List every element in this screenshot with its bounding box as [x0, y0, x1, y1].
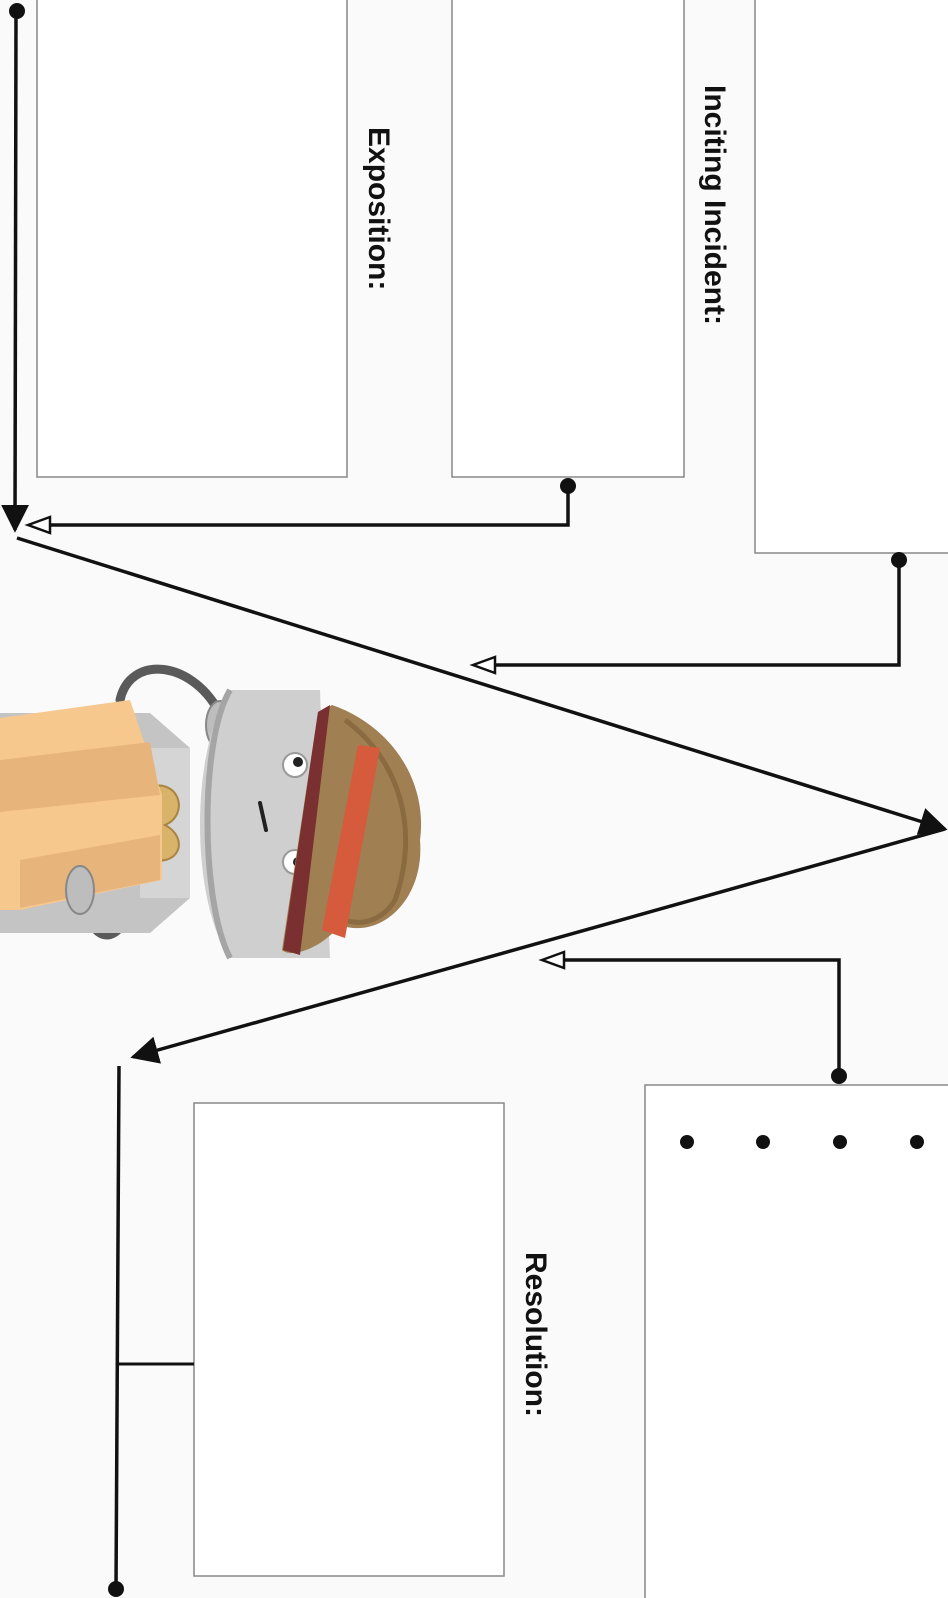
- exposition-timeline-arrow: [1, 3, 30, 533]
- rising-action-connector: [469, 552, 907, 675]
- resolution-box[interactable]: [193, 1102, 505, 1577]
- falling-action-dots: [680, 1135, 924, 1149]
- inciting-connector: [24, 478, 576, 535]
- exposition-label: Exposition:: [362, 127, 395, 290]
- exposition-box[interactable]: [36, 0, 348, 478]
- rising-action-box[interactable]: [754, 0, 948, 554]
- inciting-incident-label: Inciting Incident:: [698, 85, 731, 325]
- falling-action-box[interactable]: [644, 1084, 948, 1598]
- rising-action-line: [16, 536, 948, 835]
- resolution-label: Resolution:: [519, 1252, 552, 1417]
- falling-action-line: [130, 827, 946, 1064]
- resolution-line: [108, 1065, 194, 1597]
- falling-action-connector: [538, 950, 847, 1084]
- robot-explorer-illustration: [0, 664, 422, 960]
- inciting-incident-box[interactable]: [451, 0, 685, 478]
